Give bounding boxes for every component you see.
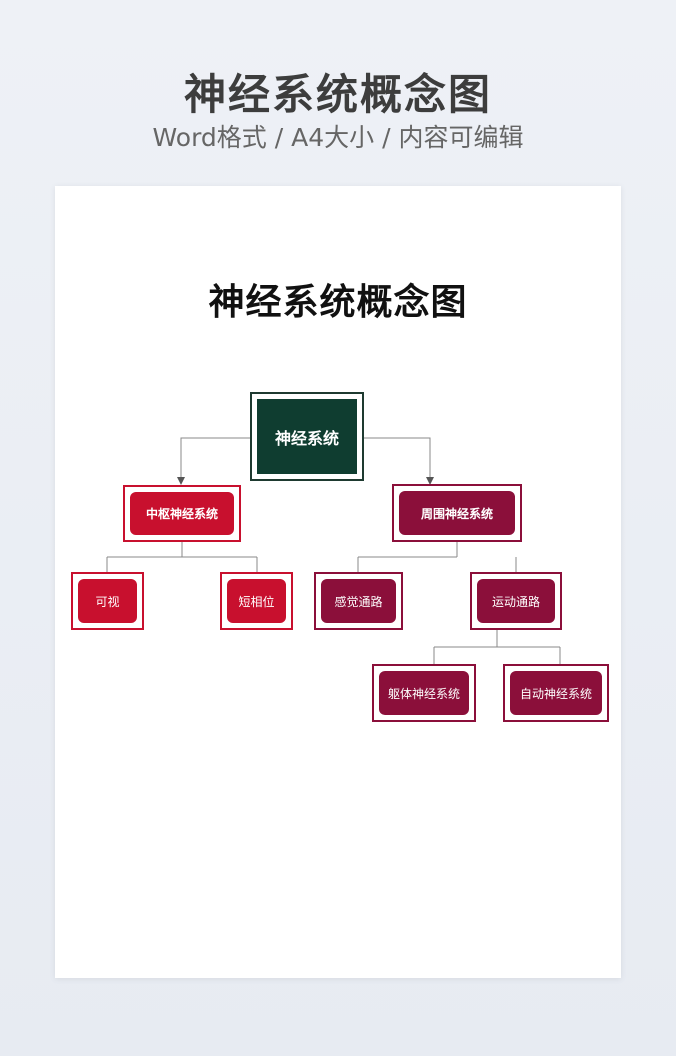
- node-central-child-2: 短相位: [220, 572, 293, 630]
- node-nervous-system-label: 神经系统: [257, 399, 357, 474]
- node-central-child-2-label: 短相位: [227, 579, 286, 623]
- node-motor-pathway: 运动通路: [470, 572, 562, 630]
- node-peripheral-nervous-system: 周围神经系统: [392, 484, 522, 542]
- node-somatic-nervous-system: 躯体神经系统: [372, 664, 476, 722]
- node-motor-pathway-label: 运动通路: [477, 579, 555, 623]
- header-title: 神经系统概念图: [183, 70, 492, 119]
- node-somatic-nervous-system-label: 躯体神经系统: [379, 671, 469, 715]
- node-central-nervous-system-label: 中枢神经系统: [130, 492, 234, 535]
- node-autonomic-nervous-system-label: 自动神经系统: [510, 671, 602, 715]
- document-title: 神经系统概念图: [208, 282, 468, 323]
- node-peripheral-nervous-system-label: 周围神经系统: [399, 491, 515, 535]
- node-central-child-1-label: 可视: [78, 579, 137, 623]
- node-sensory-pathway: 感觉通路: [314, 572, 403, 630]
- node-sensory-pathway-label: 感觉通路: [321, 579, 396, 623]
- node-autonomic-nervous-system: 自动神经系统: [503, 664, 609, 722]
- header-subtitle: Word格式 / A4大小 / 内容可编辑: [152, 123, 524, 152]
- node-central-child-1: 可视: [71, 572, 144, 630]
- node-central-nervous-system: 中枢神经系统: [123, 485, 241, 542]
- node-nervous-system: 神经系统: [250, 392, 364, 481]
